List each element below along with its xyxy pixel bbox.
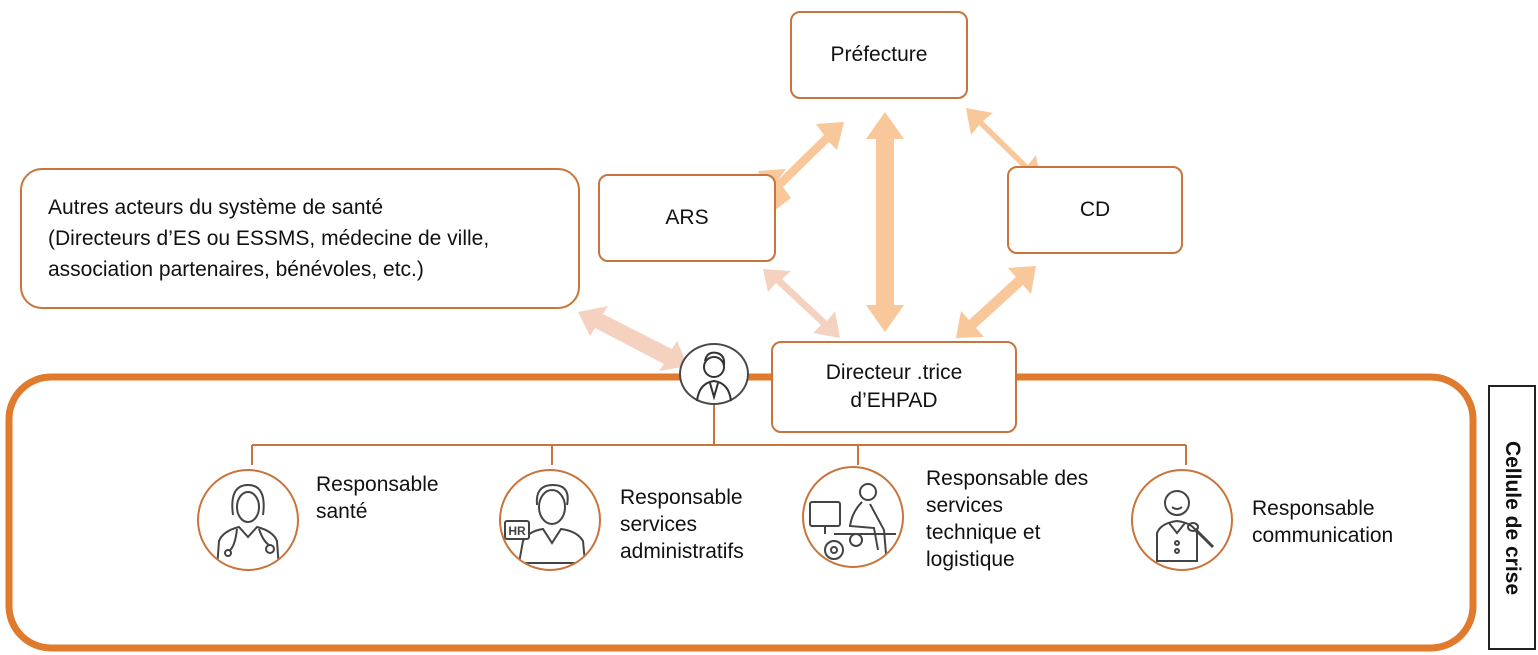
node-prefecture: Préfecture	[790, 11, 968, 99]
role-label-administratifs: Responsable services administratifs	[620, 486, 744, 563]
cellule-de-crise-text: Cellule de crise	[1501, 440, 1524, 595]
doctor-icon	[197, 469, 299, 571]
node-cd: CD	[1007, 166, 1183, 254]
role-label-sante: Responsable santé	[316, 473, 439, 523]
arrow-cd-directeur	[956, 266, 1036, 338]
arrow-prefecture-ars	[758, 122, 844, 211]
arrow-prefecture-cd	[966, 108, 1041, 182]
arrow-autres-directeur	[578, 306, 688, 371]
speaker-microphone-icon	[1131, 469, 1233, 571]
node-autres-acteurs: Autres acteurs du système de santé (Dire…	[20, 168, 580, 309]
director-person-icon	[679, 343, 749, 405]
arrow-prefecture-directeur	[866, 112, 904, 332]
technician-desk-icon	[802, 466, 904, 568]
node-ars: ARS	[598, 174, 776, 262]
cellule-de-crise-label: Cellule de crise	[1488, 385, 1536, 650]
arrow-ars-directeur	[763, 269, 840, 338]
role-label-technique: Responsable des services technique et lo…	[926, 467, 1089, 571]
role-label-communication: Responsable communication	[1252, 497, 1394, 547]
svg-text:HR: HR	[508, 524, 526, 538]
node-directeur: Directeur .trice d’EHPAD	[771, 341, 1017, 433]
hr-person-icon: HR	[499, 469, 601, 571]
